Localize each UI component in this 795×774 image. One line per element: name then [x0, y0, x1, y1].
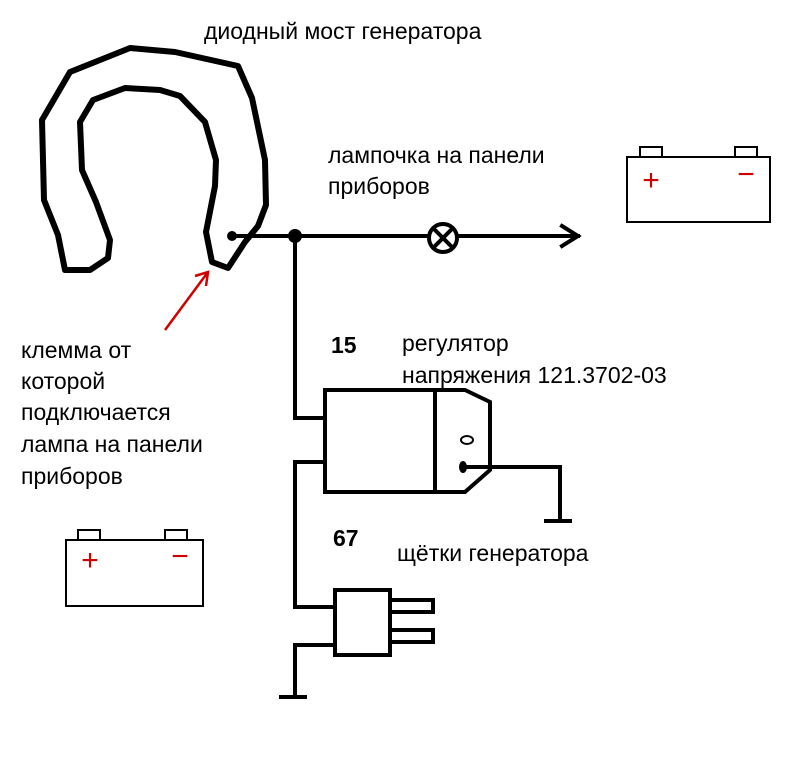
- voltage-regulator: [323, 388, 492, 494]
- battery-icon: [65, 529, 204, 607]
- label-pin-67: 67: [333, 525, 359, 551]
- label-terminal: подключается: [21, 399, 171, 425]
- arrow-icon: [559, 223, 582, 249]
- label-terminal: лампа на панели: [21, 431, 203, 457]
- label-lamp: приборов: [328, 173, 430, 199]
- label-regulator: напряжения 121.3702-03: [402, 362, 667, 388]
- label-brushes: щётки генератора: [397, 540, 589, 566]
- wire-ground: [293, 643, 337, 699]
- label-terminal: приборов: [21, 463, 123, 489]
- battery-plus: +: [642, 164, 660, 197]
- battery-minus: −: [737, 158, 755, 191]
- label-terminal: клемма от: [21, 337, 132, 363]
- wire-regulator-ground: [461, 465, 562, 522]
- label-diode-bridge: диодный мост генератора: [204, 18, 482, 44]
- battery-plus: +: [81, 544, 99, 577]
- lamp-icon: [427, 222, 459, 254]
- battery-minus: −: [171, 540, 189, 573]
- generator-brushes: [333, 588, 435, 657]
- battery-icon: [626, 146, 771, 223]
- label-lamp: лампочка на панели: [328, 142, 545, 168]
- diode-bridge: [39, 45, 269, 273]
- label-regulator: регулятор: [402, 330, 509, 356]
- wire-pin67: [293, 460, 337, 609]
- wire-pin15: [293, 234, 327, 420]
- terminal-dot: [227, 231, 237, 241]
- pointer-arrow-icon: [163, 270, 210, 331]
- label-pin-15: 15: [331, 332, 357, 358]
- label-terminal: которой: [21, 368, 105, 394]
